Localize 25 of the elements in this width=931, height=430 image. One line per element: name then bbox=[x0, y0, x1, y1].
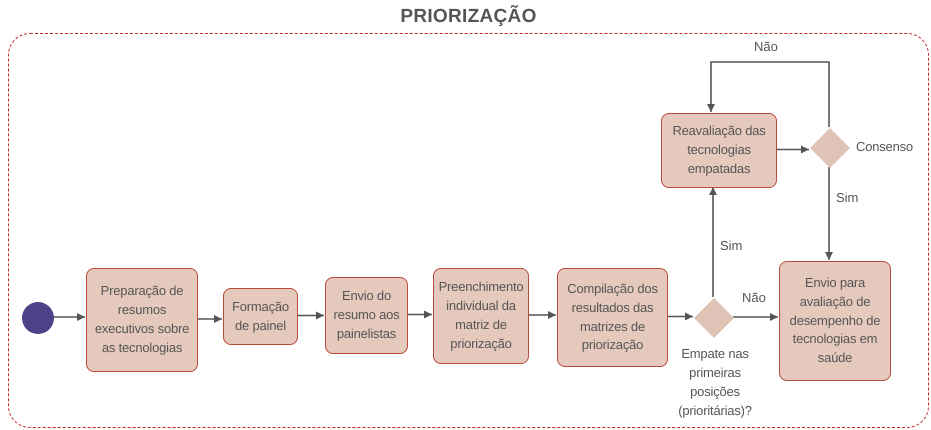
edge-label: Sim bbox=[718, 238, 744, 253]
arrow bbox=[709, 187, 717, 297]
edge-label: Não bbox=[752, 39, 780, 54]
edge-label: Sim bbox=[834, 190, 860, 205]
process-box: Formação de painel bbox=[223, 288, 298, 345]
arrow bbox=[53, 313, 85, 321]
process-box: Envio do resumo aos painelistas bbox=[325, 277, 408, 354]
process-box: Preparação de resumos executivos sobre as tecnologias bbox=[86, 268, 198, 372]
process-box: Envio para avaliação de desempenho de tecnologias em saúde bbox=[779, 261, 891, 381]
decision-label: Consenso bbox=[856, 138, 914, 156]
decision-label: Empate nas primeiras posições (prioritárias)? bbox=[677, 345, 753, 420]
arrow bbox=[197, 315, 222, 323]
arrow bbox=[776, 146, 809, 154]
frame-title: PRIORIZAÇÃO bbox=[399, 6, 538, 28]
arrow bbox=[407, 310, 432, 318]
arrow bbox=[528, 311, 556, 319]
arrow bbox=[707, 61, 830, 127]
arrow bbox=[297, 312, 324, 320]
arrow bbox=[733, 313, 778, 321]
arrow bbox=[825, 167, 833, 260]
process-box: Compilação dos resultados das matrizes de priorização bbox=[557, 268, 668, 367]
process-box: Preenchimento individual da matriz de priorização bbox=[433, 268, 529, 364]
edge-label: Não bbox=[740, 290, 768, 305]
arrow bbox=[667, 312, 693, 320]
process-box: Reavaliação das tecnologias empatadas bbox=[661, 113, 777, 188]
